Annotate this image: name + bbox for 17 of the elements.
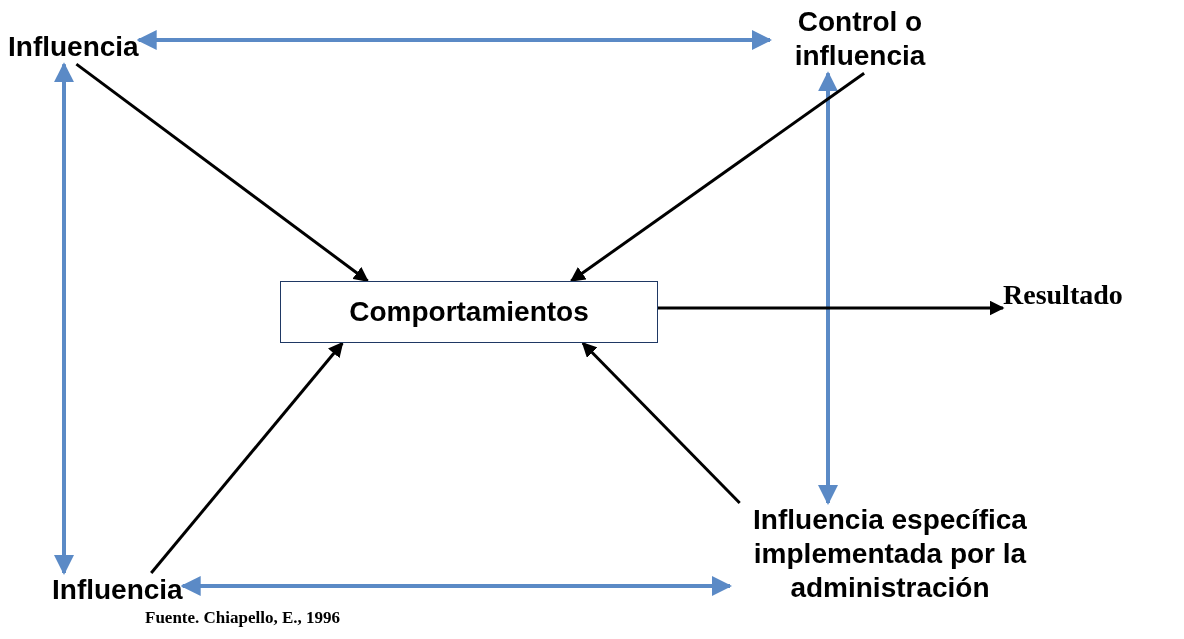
node-label: Resultado: [1003, 278, 1123, 313]
double-arrow: [818, 71, 838, 505]
arrow: [150, 341, 344, 574]
double-arrow: [180, 576, 732, 596]
node-label: Influencia: [8, 30, 139, 65]
process-box: [280, 281, 658, 343]
arrow: [75, 62, 369, 283]
double-arrow: [54, 62, 74, 575]
double-arrow: [136, 30, 772, 50]
box-label: Comportamientos: [349, 294, 589, 329]
arrow: [658, 300, 1005, 316]
arrow: [570, 72, 865, 283]
node-label: Influencia: [52, 573, 183, 608]
node-label: Influencia específica implementada por la administración: [730, 503, 1050, 606]
arrow: [581, 341, 741, 505]
source-note: Fuente. Chiapello, E., 1996: [145, 608, 341, 628]
node-label: Control o influencia: [770, 5, 950, 74]
